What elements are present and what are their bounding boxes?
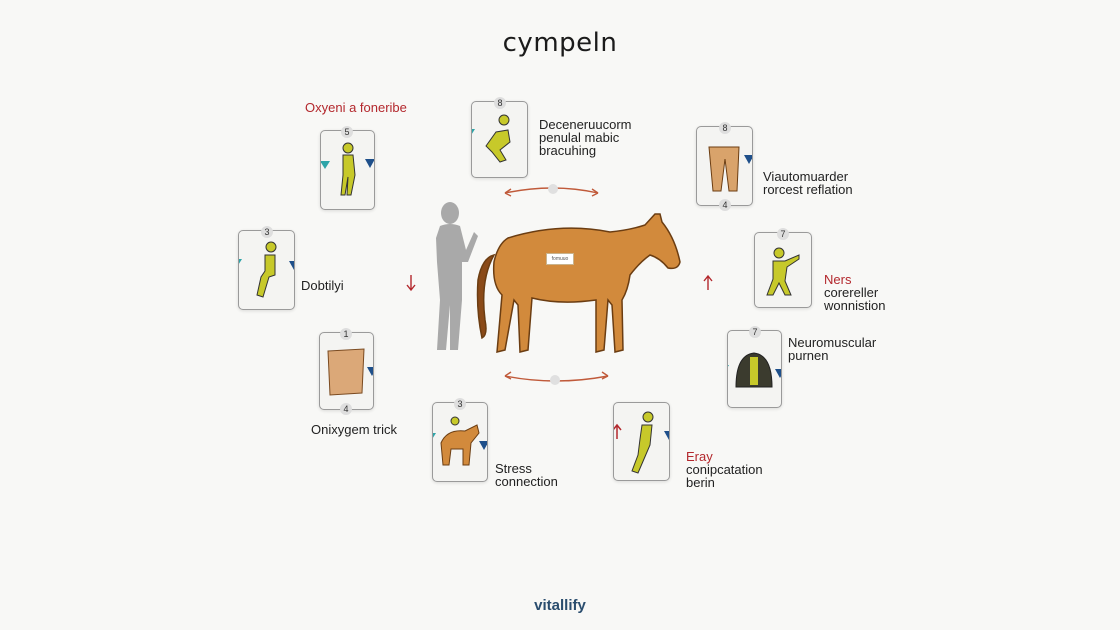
card-eray[interactable] (613, 402, 670, 481)
label-oxygen: Oxyeni a foneribe (305, 100, 407, 115)
teal-marker (321, 161, 330, 169)
card-number: 3 (454, 398, 466, 410)
card-viautomuarder[interactable]: 8 4 (696, 122, 753, 211)
card-ners[interactable]: 7 (754, 228, 812, 308)
card-neuromuscular[interactable]: 7 (727, 326, 782, 408)
horse (476, 213, 681, 353)
teal-marker (239, 259, 242, 264)
card-number: 5 (341, 126, 353, 138)
card-number: 7 (749, 326, 761, 338)
navy-marker (744, 155, 752, 164)
navy-marker (365, 159, 374, 168)
card-number: 8 (494, 97, 506, 109)
teal-marker (472, 129, 475, 134)
legs-icon (708, 146, 740, 192)
human-silhouette (436, 202, 478, 350)
card-oxygen[interactable]: 5 (320, 126, 375, 210)
navy-marker (664, 431, 669, 440)
figure-icon (766, 247, 800, 296)
horse-tag: fomuuo (546, 253, 574, 265)
diagram-title: cympeln (502, 28, 618, 58)
figure-icon (256, 241, 277, 298)
card-onixygem[interactable]: 1 4 (319, 328, 374, 415)
card-number: 3 (261, 226, 273, 238)
label-dobtilyi: Dobtilyi (301, 278, 344, 293)
teal-marker (433, 433, 436, 438)
card-stress[interactable]: 3 (432, 398, 488, 482)
brand-logo-text: vitallify (534, 597, 586, 614)
navy-marker (775, 369, 781, 378)
card-number: 4 (340, 403, 352, 415)
card-dobtilyi[interactable]: 3 (238, 226, 295, 310)
figure-icon (340, 142, 356, 196)
navy-marker (289, 261, 294, 270)
teal-marker (728, 365, 729, 367)
navy-marker (479, 441, 487, 450)
figure-icon (631, 411, 654, 474)
card-decenerucorm[interactable]: 8 (471, 97, 528, 178)
card-number: 8 (719, 122, 731, 134)
horse-rider-icon (440, 416, 480, 466)
card-number: 1 (340, 328, 352, 340)
label-onixygem: Onixygem trick (311, 422, 397, 437)
figure-icon (485, 114, 511, 163)
cloth-icon (327, 348, 365, 396)
card-number: 7 (777, 228, 789, 240)
muscle-icon (735, 352, 773, 388)
navy-marker (367, 367, 373, 376)
card-number: 4 (719, 199, 731, 211)
